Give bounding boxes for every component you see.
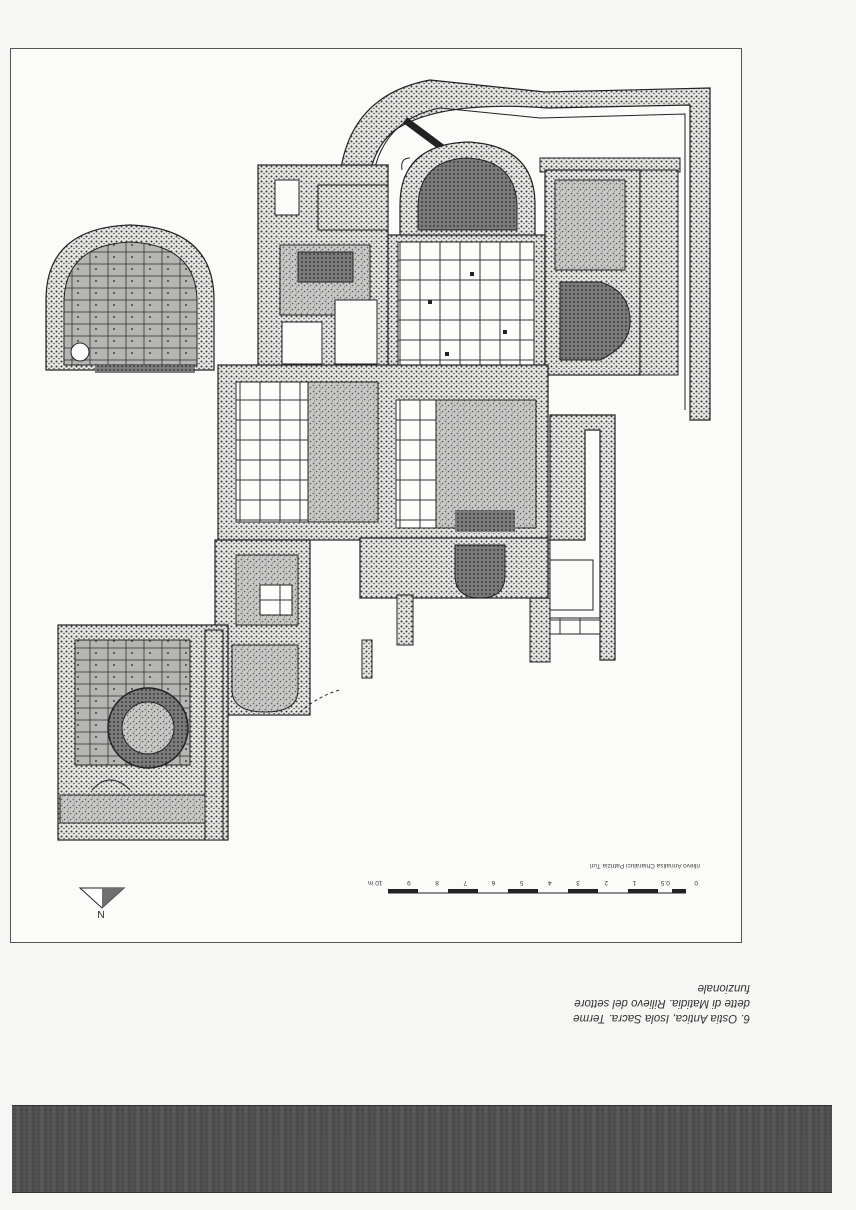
- caption-line: funzionale: [697, 982, 750, 994]
- scale-label: 5: [519, 879, 524, 886]
- scale-label: 7: [463, 879, 468, 886]
- north-label: N: [97, 908, 105, 919]
- scale-bar: [388, 889, 686, 894]
- scan-artifact-bar: [12, 1105, 832, 1193]
- lower-left-rooms: [214, 539, 341, 716]
- central-hall: [217, 364, 549, 541]
- scale-label: 0: [694, 879, 698, 886]
- right-apse-rooms: [544, 169, 679, 376]
- scale-label: 1: [632, 879, 637, 886]
- scale-labels: 0 0.5 1 2 3 4 5 6 7 8 9 10 m: [368, 874, 698, 886]
- apse-room-left: [45, 224, 215, 373]
- figure-caption: 6. Ostia Antica, Isola Sacra. Terme dett…: [560, 980, 750, 1025]
- round-pool-room: [57, 624, 229, 841]
- hemicycle-room: [399, 141, 536, 241]
- lower-middle-rooms: [359, 537, 549, 679]
- scale-label: 10 m: [368, 879, 383, 886]
- upper-left-rooms: [257, 164, 389, 371]
- curved-corridor: [339, 79, 711, 421]
- scale-label: 0.5: [660, 879, 670, 886]
- scale-label: 6: [491, 879, 496, 886]
- caption-line: dette di Matidia. Rilievo del settore: [574, 997, 750, 1009]
- scale-label: 9: [407, 879, 411, 886]
- scale-label: 3: [576, 879, 580, 886]
- caption-line: 6. Ostia Antica, Isola Sacra. Terme: [573, 1012, 750, 1024]
- scale-label: 8: [435, 879, 439, 886]
- north-arrow-icon: [78, 887, 126, 909]
- scale-label: 4: [548, 879, 552, 886]
- survey-credit: rilievo Annalisa Chiaraluci Patrizia Tur…: [589, 862, 700, 869]
- scale-label: 2: [604, 879, 609, 886]
